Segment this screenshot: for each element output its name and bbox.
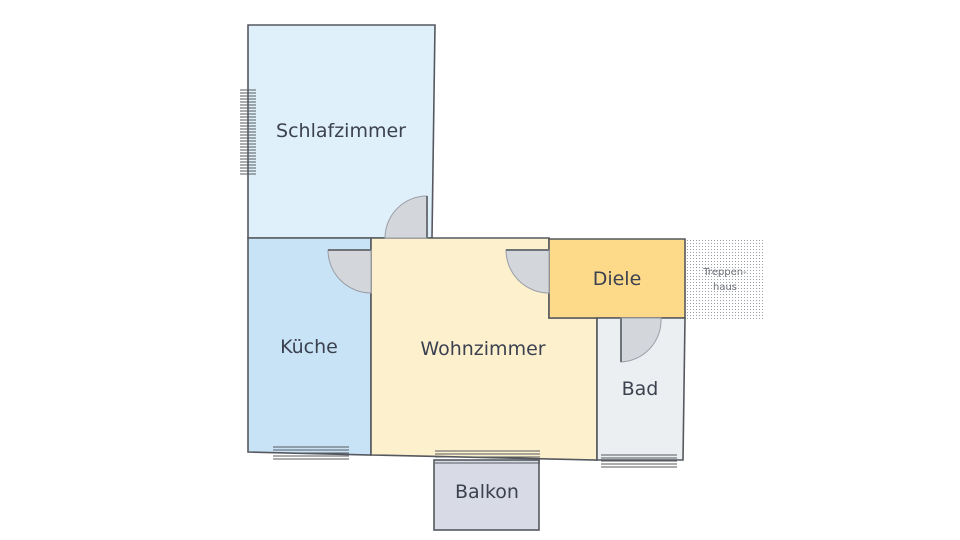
door-kueche xyxy=(327,249,372,294)
label-bad: Bad xyxy=(622,378,659,400)
label-treppenhaus-2: haus xyxy=(713,282,737,293)
label-balkon: Balkon xyxy=(455,481,519,503)
room-treppenhaus xyxy=(687,239,764,320)
door-diele xyxy=(505,249,550,294)
label-wohnzimmer: Wohnzimmer xyxy=(420,338,545,360)
window-schlafzimmer xyxy=(240,89,256,175)
label-kueche: Küche xyxy=(280,336,338,358)
door-schlafzimmer xyxy=(384,195,428,239)
label-schlafzimmer: Schlafzimmer xyxy=(276,120,406,142)
window-bad xyxy=(601,454,677,468)
label-treppenhaus-1: Treppen- xyxy=(702,267,747,278)
label-diele: Diele xyxy=(593,268,642,290)
room-balkon xyxy=(433,459,540,531)
window-wohnzimmer xyxy=(435,450,540,464)
window-kueche xyxy=(273,446,349,460)
door-bad xyxy=(620,317,662,363)
